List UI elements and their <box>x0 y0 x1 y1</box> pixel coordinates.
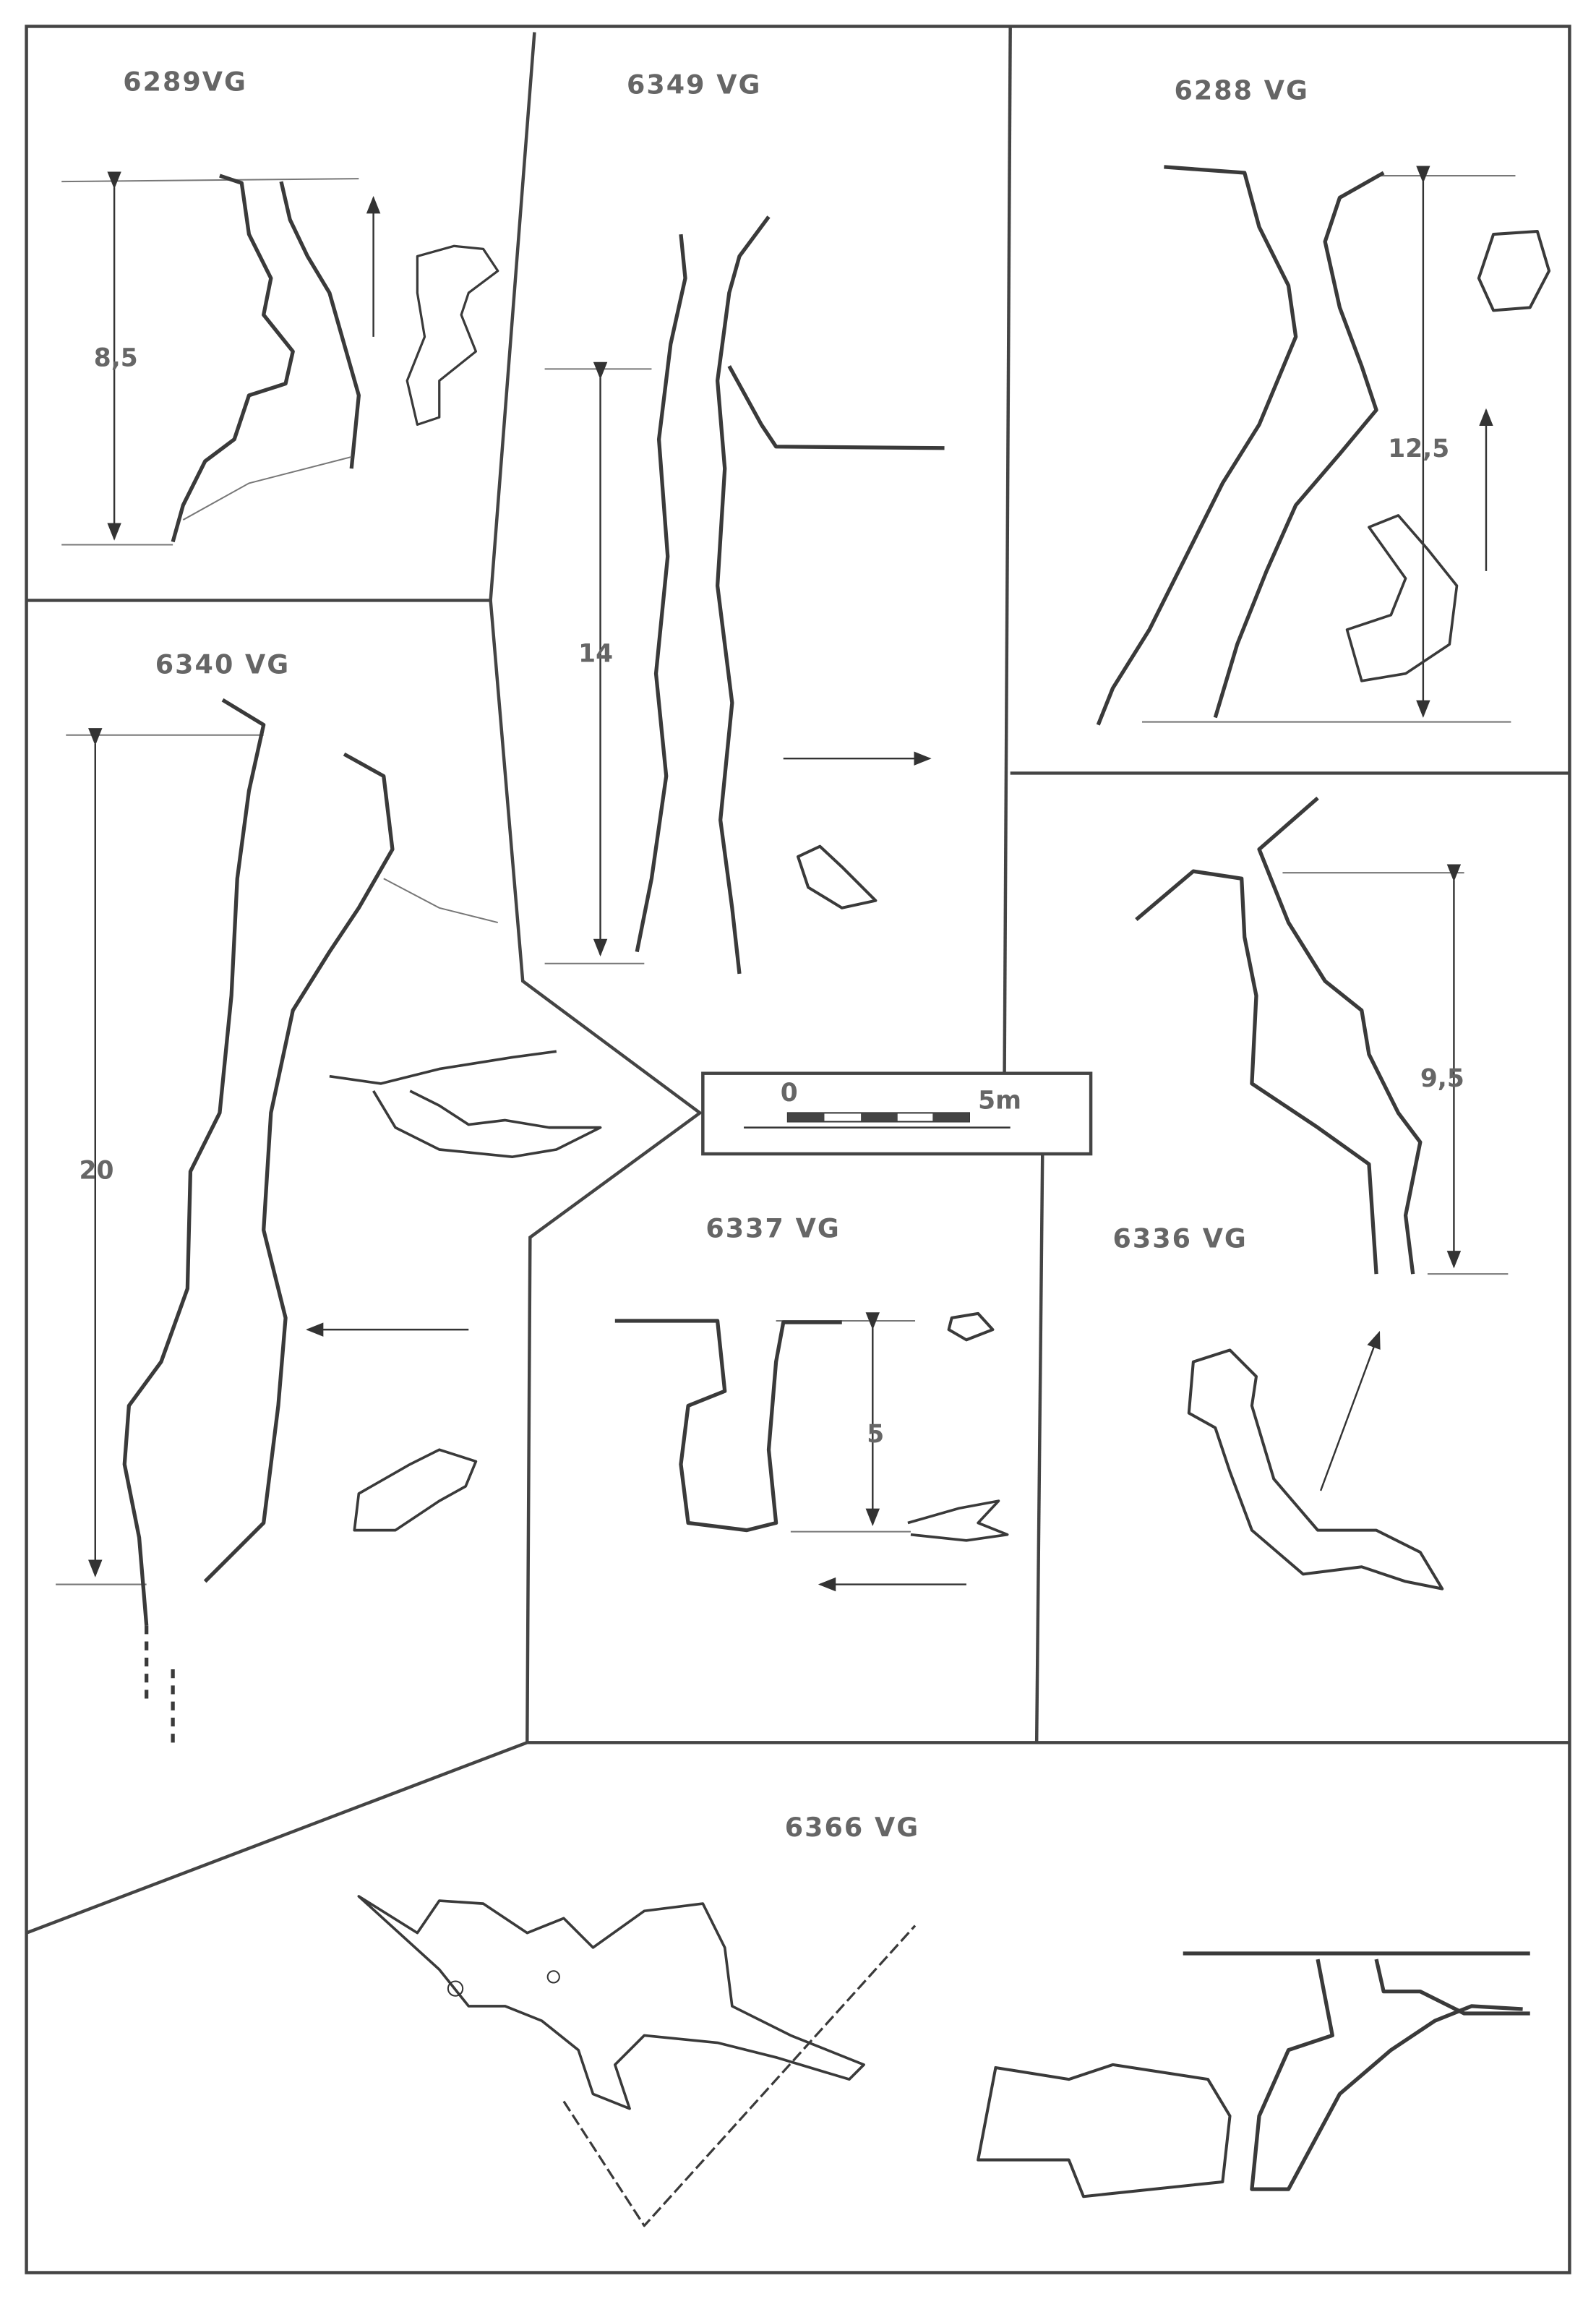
cave-label: 6349 VG <box>627 69 761 100</box>
cave-6288: 6288 VG 12,5 <box>1096 75 1551 726</box>
cave-label: 6366 VG <box>785 1812 919 1843</box>
scale-start-label: 0 <box>781 1079 798 1108</box>
scale-end-label: 5m <box>978 1086 1021 1115</box>
cave-6340: 6340 VG 20 <box>56 649 602 1743</box>
cave-6366: 6366 VG <box>357 1812 1530 2227</box>
scale-bar: 0 5m <box>701 1071 1093 1156</box>
cave-6289: 6289VG 8,5 <box>61 67 499 546</box>
cave-label: 6336 VG <box>1112 1223 1247 1254</box>
depth-label: 9,5 <box>1420 1064 1464 1093</box>
depth-label: 5 <box>867 1420 884 1449</box>
depth-label: 8,5 <box>94 343 138 372</box>
depth-label: 12,5 <box>1388 434 1449 463</box>
cave-6337: 6337 VG 5 <box>614 1213 1009 1592</box>
cave-6336: 6336 VG 9,5 <box>1112 796 1509 1591</box>
cave-6349: 6349 VG 14 <box>544 69 945 975</box>
depth-label: 20 <box>79 1157 113 1186</box>
cave-label: 6289VG <box>123 67 247 98</box>
cave-label: 6337 VG <box>705 1213 840 1244</box>
cave-label: 6288 VG <box>1175 75 1309 106</box>
depth-label: 14 <box>578 640 613 669</box>
panel-borders <box>25 25 1571 2274</box>
cave-label: 6340 VG <box>155 649 290 680</box>
